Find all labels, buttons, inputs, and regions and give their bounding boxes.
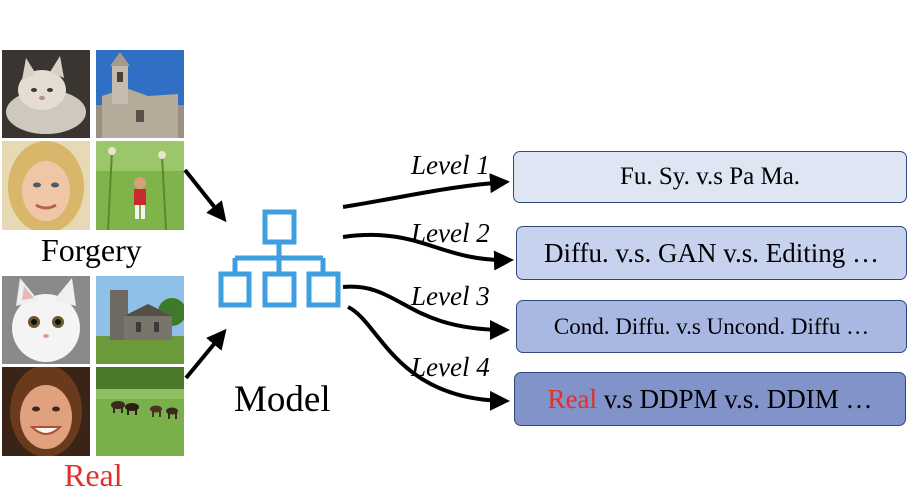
- level-1-text: Fu. Sy. v.s Pa Ma.: [619, 163, 801, 190]
- level-4-real-word: Real: [547, 383, 597, 414]
- level-3-label: Level 3: [411, 281, 490, 311]
- level-3-box: Cond. Diffu. v.s Uncond. Diffu …: [516, 300, 907, 353]
- level-1-arrow: [342, 173, 510, 209]
- real-stone-church-image: [96, 276, 184, 364]
- forgery-label: Forgery: [41, 232, 142, 268]
- real-horses-field-image: [96, 367, 184, 456]
- level-2-box: Diffu. v.s. GAN v.s. Editing …: [516, 226, 907, 280]
- level-4-label: Level 4: [411, 352, 490, 382]
- forgery-church-image: [96, 50, 184, 138]
- level-4-text: v.s DDPM v.s. DDIM …: [596, 383, 873, 414]
- forgery-child-field-image: [96, 141, 184, 230]
- level-3-arrow: [342, 284, 510, 340]
- real-to-model-arrow: [184, 328, 227, 380]
- level-4-arrow: [347, 305, 510, 411]
- level-2-text: Diffu. v.s. GAN v.s. Editing …: [544, 237, 879, 268]
- forgery-cat-image: [2, 50, 90, 138]
- real-label: Real: [64, 457, 123, 493]
- level-2-arrow: [342, 232, 514, 271]
- real-smiling-woman-image: [2, 367, 90, 456]
- level-1-box: Fu. Sy. v.s Pa Ma.: [513, 151, 907, 203]
- level-1-label: Level 1: [411, 150, 490, 180]
- hierarchy-network-icon: [218, 209, 341, 308]
- forgery-woman-face-image: [2, 141, 90, 230]
- forgery-to-model-arrow: [183, 168, 227, 223]
- real-kitten-image: [2, 276, 90, 364]
- level-3-text: Cond. Diffu. v.s Uncond. Diffu …: [553, 313, 870, 339]
- level-2-label: Level 2: [411, 218, 490, 248]
- level-4-box: Real v.s DDPM v.s. DDIM …: [514, 372, 906, 426]
- model-label: Model: [234, 379, 331, 420]
